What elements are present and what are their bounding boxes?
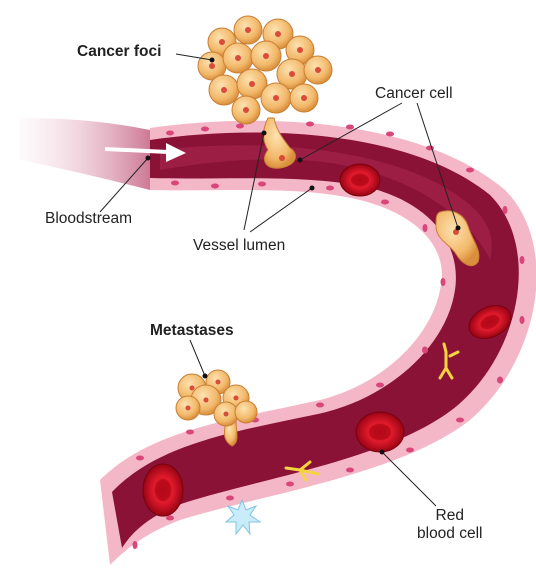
bloodstream-label: Bloodstream (45, 210, 132, 228)
cancer-foci-cluster (198, 16, 332, 124)
vessel-lumen-label: Vessel lumen (193, 237, 285, 255)
cancer-foci-label: Cancer foci (77, 43, 161, 61)
red-blood-cell (356, 412, 404, 452)
red-blood-cell (143, 464, 183, 516)
metastases-label: Metastases (150, 322, 234, 340)
red-blood-cell-label: Red blood cell (417, 507, 483, 543)
red-blood-cell-label-line1: Red (417, 507, 483, 525)
cancer-cell-label: Cancer cell (375, 85, 453, 103)
red-blood-cell-label-line2: blood cell (417, 525, 483, 543)
bloodstream-tail (20, 118, 150, 190)
red-blood-cell (340, 164, 380, 196)
